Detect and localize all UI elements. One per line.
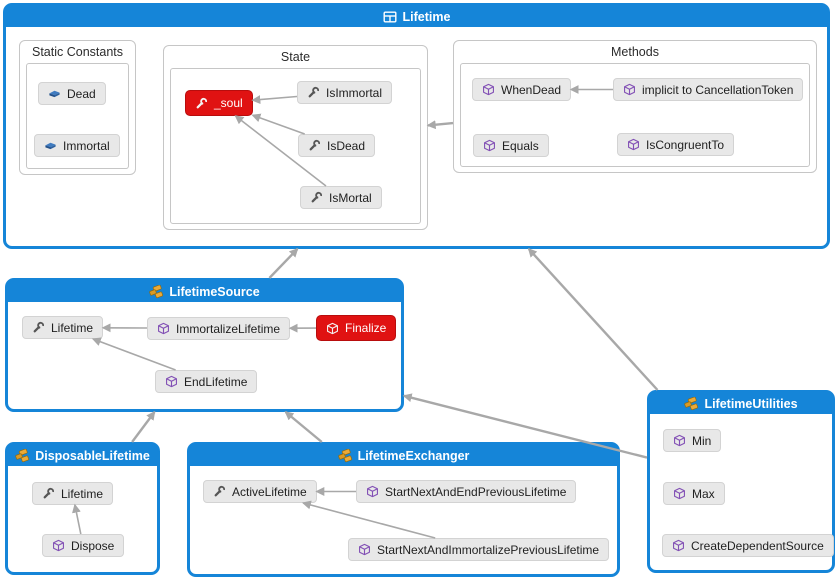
- cube-icon: [483, 139, 496, 152]
- class-blocks-icon: [684, 397, 698, 411]
- node-label: Min: [692, 433, 712, 448]
- node-lifetime-property[interactable]: Lifetime: [32, 482, 114, 505]
- node-dispose[interactable]: Dispose: [42, 534, 125, 557]
- node-label: Dead: [67, 86, 96, 101]
- wrench-icon: [213, 485, 226, 498]
- node-label: ActiveLifetime: [232, 484, 307, 499]
- class-title: Lifetime: [402, 9, 451, 24]
- node-activelifetime[interactable]: ActiveLifetime: [203, 480, 317, 503]
- node-ismortal[interactable]: IsMortal: [300, 186, 382, 209]
- class-header-lifetimesource[interactable]: LifetimeSource: [8, 281, 401, 302]
- wrench-icon: [308, 139, 321, 152]
- node-label: IsMortal: [329, 190, 372, 205]
- node-label: Max: [692, 486, 715, 501]
- node-lifetime-property[interactable]: Lifetime: [22, 316, 104, 339]
- cube-icon: [482, 83, 495, 96]
- node-createdependentsource[interactable]: CreateDependentSource: [662, 534, 834, 557]
- brick-icon: [44, 139, 57, 152]
- node-isdead[interactable]: IsDead: [298, 134, 376, 157]
- class-blocks-icon: [338, 449, 352, 463]
- cube-icon: [673, 434, 686, 447]
- edge-box-disposablelifetime-to-box-lifetimesource: [131, 410, 156, 443]
- wrench-icon: [42, 487, 55, 500]
- edge-box-lifetimeutilities-to-box-lifetime: [527, 248, 659, 391]
- node-equals[interactable]: Equals: [473, 134, 549, 157]
- class-header-lifetimeutilities[interactable]: LifetimeUtilities: [650, 393, 832, 414]
- wrench-icon: [310, 191, 323, 204]
- wrench-icon: [195, 97, 208, 110]
- cube-icon: [358, 543, 371, 556]
- cube-icon: [157, 322, 170, 335]
- node-startnextandendpreviouslifetime[interactable]: StartNextAndEndPreviousLifetime: [356, 480, 577, 503]
- node-label: IsImmortal: [326, 85, 383, 100]
- node-finalize-highlighted[interactable]: Finalize: [316, 315, 397, 341]
- class-blocks-icon: [15, 449, 29, 463]
- node-label: IsCongruentTo: [646, 137, 725, 152]
- class-title: DisposableLifetime: [35, 448, 150, 463]
- node-min[interactable]: Min: [663, 429, 722, 452]
- cube-icon: [326, 322, 339, 335]
- node-label: Equals: [502, 138, 539, 153]
- class-title: LifetimeSource: [169, 284, 260, 299]
- node-immortalizelifetime[interactable]: ImmortalizeLifetime: [147, 317, 291, 340]
- node-max[interactable]: Max: [663, 482, 725, 505]
- node-label: Dispose: [71, 538, 115, 553]
- class-header-disposablelifetime[interactable]: DisposableLifetime: [8, 445, 157, 466]
- class-box-disposablelifetime: DisposableLifetime: [5, 442, 160, 575]
- node-label: StartNextAndImmortalizePreviousLifetime: [377, 542, 600, 557]
- node-soul-highlighted[interactable]: _soul: [185, 90, 253, 116]
- cube-icon: [627, 138, 640, 151]
- cube-icon: [52, 539, 65, 552]
- node-label: Immortal: [63, 138, 110, 153]
- group-label: State: [280, 49, 311, 64]
- node-label: implicit to CancellationToken: [642, 82, 794, 97]
- node-label: CreateDependentSource: [691, 538, 824, 553]
- class-header-lifetime[interactable]: Lifetime: [6, 6, 827, 27]
- grid-icon: [383, 10, 397, 24]
- node-label: Lifetime: [61, 486, 104, 501]
- class-box-lifetimesource: LifetimeSource: [5, 278, 404, 412]
- node-immortal[interactable]: Immortal: [34, 134, 120, 157]
- class-header-lifetimeexchanger[interactable]: LifetimeExchanger: [190, 445, 617, 466]
- cube-icon: [672, 539, 685, 552]
- group-label: Methods: [611, 44, 659, 59]
- node-label: IsDead: [327, 138, 366, 153]
- node-label: EndLifetime: [184, 374, 248, 389]
- class-blocks-icon: [149, 285, 163, 299]
- node-label: StartNextAndEndPreviousLifetime: [385, 484, 567, 499]
- node-startnextandimmortalizepreviouslifetime[interactable]: StartNextAndImmortalizePreviousLifetime: [348, 538, 610, 561]
- node-iscongruentto[interactable]: IsCongruentTo: [617, 133, 735, 156]
- node-isimmortal[interactable]: IsImmortal: [297, 81, 393, 104]
- node-label: Finalize: [345, 321, 387, 335]
- cube-icon: [366, 485, 379, 498]
- class-title: LifetimeUtilities: [704, 396, 798, 411]
- node-label: WhenDead: [501, 82, 562, 97]
- node-implicit-to-cancellationtoken[interactable]: implicit to CancellationToken: [613, 78, 804, 101]
- cube-icon: [623, 83, 636, 96]
- node-label: _soul: [214, 96, 243, 110]
- group-label: Static Constants: [31, 44, 123, 59]
- edge-box-lifetimesource-to-box-lifetime: [268, 248, 299, 279]
- node-endlifetime[interactable]: EndLifetime: [155, 370, 258, 393]
- brick-icon: [48, 87, 61, 100]
- edge-box-lifetimeexchanger-to-box-lifetimesource: [284, 411, 323, 443]
- cube-icon: [673, 487, 686, 500]
- group-state: State: [163, 45, 428, 230]
- node-dead[interactable]: Dead: [38, 82, 106, 105]
- node-label: Lifetime: [51, 320, 94, 335]
- cube-icon: [165, 375, 178, 388]
- node-whendead[interactable]: WhenDead: [472, 78, 572, 101]
- wrench-icon: [32, 321, 45, 334]
- class-title: LifetimeExchanger: [357, 448, 470, 463]
- wrench-icon: [307, 86, 320, 99]
- node-label: ImmortalizeLifetime: [176, 321, 281, 336]
